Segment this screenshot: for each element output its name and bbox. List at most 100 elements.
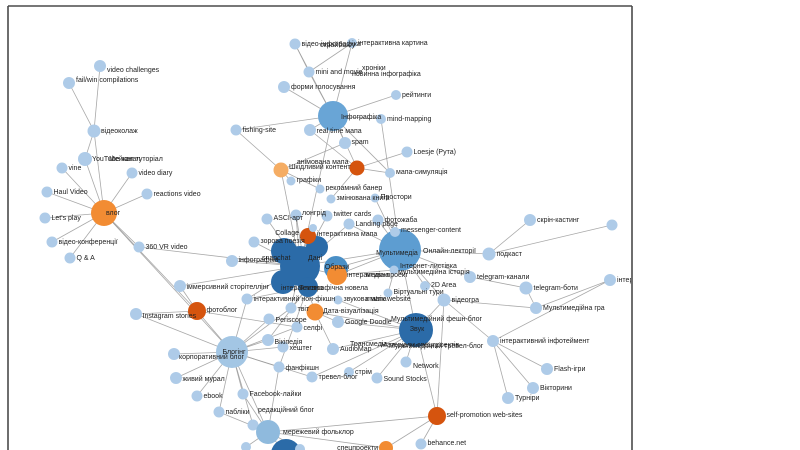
graph-node-behance[interactable] (415, 438, 427, 450)
graph-node-mural[interactable] (170, 372, 182, 384)
graph-node-multimedia[interactable] (379, 229, 421, 271)
graph-node-spetsproekty[interactable] (379, 441, 393, 450)
graph-node-video-conf[interactable] (46, 236, 58, 248)
graph-node-edge1[interactable] (604, 274, 616, 286)
graph-node-selfie[interactable] (291, 321, 303, 333)
graph-node-insta-stories[interactable] (130, 308, 142, 320)
graph-node-qa[interactable] (64, 252, 76, 264)
graph-node-tg-channels[interactable] (464, 271, 476, 283)
graph-node-longread[interactable] (290, 209, 302, 221)
graph-node-video-infographic[interactable] (289, 38, 301, 50)
node-label-inter-media: інтерактивна (347, 271, 389, 279)
graph-node-kniga[interactable] (326, 194, 336, 204)
graph-node-messenger[interactable] (390, 227, 400, 237)
node-label-rtmap: real time мапа (317, 128, 362, 135)
graph-node-blogging[interactable] (216, 336, 248, 368)
graph-node-voting[interactable] (278, 81, 290, 93)
graph-node-immersive[interactable] (174, 280, 186, 292)
node-label-self-promo: self-promotion web-sites (447, 412, 523, 419)
graph-node-video-collage[interactable] (87, 124, 101, 138)
graph-node-tvit[interactable] (285, 302, 297, 314)
graph-node-fanfiction[interactable] (273, 361, 285, 373)
graph-node-sound-stocks[interactable] (371, 372, 383, 384)
graph-node-twitter-cards[interactable] (321, 210, 333, 222)
graph-node-skrin[interactable] (524, 214, 536, 226)
graph-node-periscope[interactable] (263, 313, 275, 325)
graph-node-mind-mapping[interactable] (376, 114, 386, 124)
graph-node-collage[interactable] (300, 228, 316, 244)
node-label-videohra: відеогра (452, 296, 480, 304)
graph-node-edge2[interactable] (606, 219, 618, 231)
graph-node-reactions-video[interactable] (141, 188, 153, 200)
graph-node-mm-history[interactable] (389, 265, 399, 275)
graph-node-strim[interactable] (344, 367, 354, 377)
graph-node-mini-movie[interactable] (303, 66, 315, 78)
graph-node-podcast[interactable] (482, 247, 496, 261)
graph-node-infotainment[interactable] (487, 335, 499, 347)
graph-node-haul-video[interactable] (41, 186, 53, 198)
graph-node-reklama[interactable] (315, 184, 325, 194)
graph-node-map-sim[interactable] (385, 168, 395, 178)
graph-node-network[interactable] (400, 356, 412, 368)
graph-node-flash[interactable] (541, 363, 553, 375)
graph-node-lets-play[interactable] (39, 212, 51, 224)
graph-node-zvuk[interactable] (399, 313, 433, 347)
graph-node-wikipedia[interactable] (262, 334, 274, 346)
graph-node-vlog[interactable] (91, 200, 117, 226)
graph-node-hrafiky[interactable] (286, 176, 296, 186)
graph-node-loesje[interactable] (401, 146, 413, 158)
graph-node-audiomap[interactable] (327, 343, 339, 355)
node-label-vine: vine (69, 165, 82, 172)
graph-node-asci[interactable] (261, 213, 273, 225)
graph-node-spam[interactable] (339, 137, 351, 149)
graph-node-infograph-small[interactable] (226, 255, 238, 267)
graph-node-vtours[interactable] (383, 288, 393, 298)
graph-node-photoblog[interactable] (188, 302, 206, 320)
graph-node-rtmap[interactable] (304, 124, 316, 136)
graph-node-harmful[interactable] (273, 162, 289, 178)
graph-node-ebook[interactable] (191, 390, 203, 402)
graph-node-fotozhaba[interactable] (372, 214, 384, 226)
graph-node-vr360[interactable] (133, 241, 145, 253)
node-label-area2d: 2D Area (431, 282, 456, 289)
graph-node-dani[interactable] (280, 246, 320, 286)
graph-node-travel-blog[interactable] (306, 371, 318, 383)
graph-node-animated-map[interactable] (349, 160, 365, 176)
graph-node-google-doodle[interactable] (332, 316, 344, 328)
graph-node-videohra[interactable] (437, 293, 451, 307)
graph-node-mm-game[interactable] (530, 302, 542, 314)
graph-node-viktoryny[interactable] (527, 382, 539, 394)
graph-node-folklore[interactable] (256, 420, 280, 444)
graph-node-youtube-channel[interactable] (78, 152, 92, 166)
graph-node-landing[interactable] (343, 218, 355, 230)
graph-node-fail-win[interactable] (63, 77, 75, 89)
graph-node-redaktsiinyi[interactable] (247, 419, 259, 431)
graph-node-inter-picture[interactable] (347, 38, 357, 48)
graph-node-inter-media[interactable] (327, 265, 347, 285)
graph-node-fishing[interactable] (230, 124, 242, 136)
graph-node-prostory[interactable] (370, 193, 380, 203)
node-label-youtube-channel: YouTube канал (92, 156, 140, 163)
graph-node-turniry[interactable] (502, 392, 514, 404)
node-label-asci: ASCI-арт (274, 215, 304, 222)
graph-node-vine[interactable] (56, 162, 68, 174)
node-label-hrafiky: графіки (297, 176, 322, 184)
graph-node-video-diary[interactable] (126, 167, 138, 179)
graph-node-inter-map[interactable] (309, 224, 317, 232)
graph-node-corp-blog[interactable] (168, 348, 180, 360)
graph-node-ratings[interactable] (391, 90, 401, 100)
graph-node-pabliky[interactable] (213, 406, 225, 418)
graph-node-zorova[interactable] (248, 236, 260, 248)
graph-node-video-challenges[interactable] (94, 60, 106, 72)
graph-node-area2d[interactable] (420, 281, 430, 291)
graph-node-infographics[interactable] (318, 101, 348, 131)
graph-node-data-viz[interactable] (306, 303, 324, 321)
graph-node-text[interactable] (298, 277, 318, 297)
graph-node-fb-likes[interactable] (237, 388, 249, 400)
graph-node-nonfiction[interactable] (241, 293, 253, 305)
graph-node-tg-bots[interactable] (519, 281, 533, 295)
graph-node-hashtag[interactable] (277, 341, 289, 353)
graph-edge (138, 246, 301, 267)
graph-node-self-promo[interactable] (428, 407, 446, 425)
graph-node-web-matrix[interactable] (333, 295, 343, 305)
